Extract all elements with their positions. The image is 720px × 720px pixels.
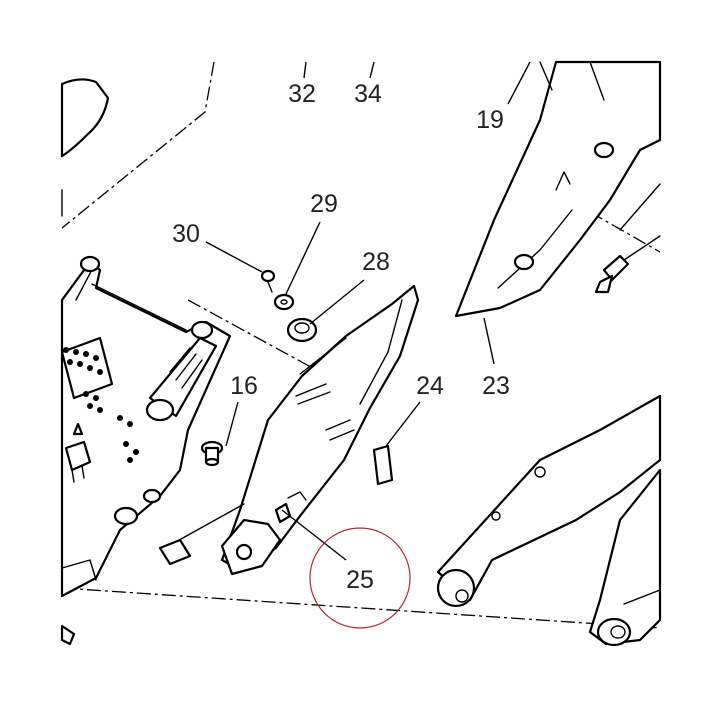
- grommet-28: [286, 317, 318, 343]
- seat-fragment: [60, 78, 110, 217]
- washer-29: [273, 293, 295, 311]
- leader-29: [285, 221, 321, 295]
- callout-34: 34: [354, 80, 382, 108]
- rear-frame-left: [60, 255, 232, 598]
- leader-lines: [205, 61, 531, 561]
- plug-connector: [158, 538, 192, 566]
- callout-24: 24: [416, 372, 444, 400]
- lower-bracket: [436, 394, 662, 647]
- assembly-axis-lines: [61, 61, 661, 629]
- bracket-arm: [436, 394, 662, 602]
- bolt-16: [200, 440, 224, 467]
- leader-23: [483, 317, 495, 365]
- axis-line-top-left: [61, 61, 215, 229]
- small-relay: [64, 440, 92, 472]
- seat-fragment-shape: [60, 78, 110, 158]
- leader-25: [281, 509, 347, 561]
- callout-labels: 32 34 19 29 30 28 16 24 23 25: [172, 80, 510, 594]
- fastener-stack: [260, 269, 318, 343]
- leader-24: [385, 401, 421, 447]
- panel-mount: [220, 518, 282, 576]
- nut-30: [260, 269, 276, 283]
- frame-body: [60, 260, 232, 598]
- callout-29: 29: [310, 190, 338, 218]
- tail-section: [454, 60, 662, 318]
- callout-32: 32: [288, 80, 316, 108]
- callout-16: 16: [230, 372, 258, 400]
- bolt-bottom-left: [60, 624, 76, 646]
- reflector-24: [372, 444, 394, 486]
- axis-line-center: [187, 299, 321, 373]
- tail-cover-23: [454, 60, 662, 318]
- leader-32: [303, 61, 307, 79]
- leader-34: [369, 61, 375, 79]
- axis-line-right: [589, 211, 661, 253]
- callout-19: 19: [476, 106, 504, 134]
- leader-28: [309, 279, 365, 325]
- highlight-circle: [309, 527, 411, 629]
- leader-16: [225, 401, 239, 447]
- axis-line-bottom: [61, 587, 661, 629]
- callout-30: 30: [172, 220, 200, 248]
- callout-28: 28: [362, 248, 390, 276]
- callout-23: 23: [482, 372, 510, 400]
- callout-25: 25: [346, 566, 374, 594]
- side-panel-25: [158, 284, 420, 576]
- connector-block: [60, 336, 139, 483]
- leader-30: [205, 241, 263, 273]
- leader-19: [507, 61, 531, 105]
